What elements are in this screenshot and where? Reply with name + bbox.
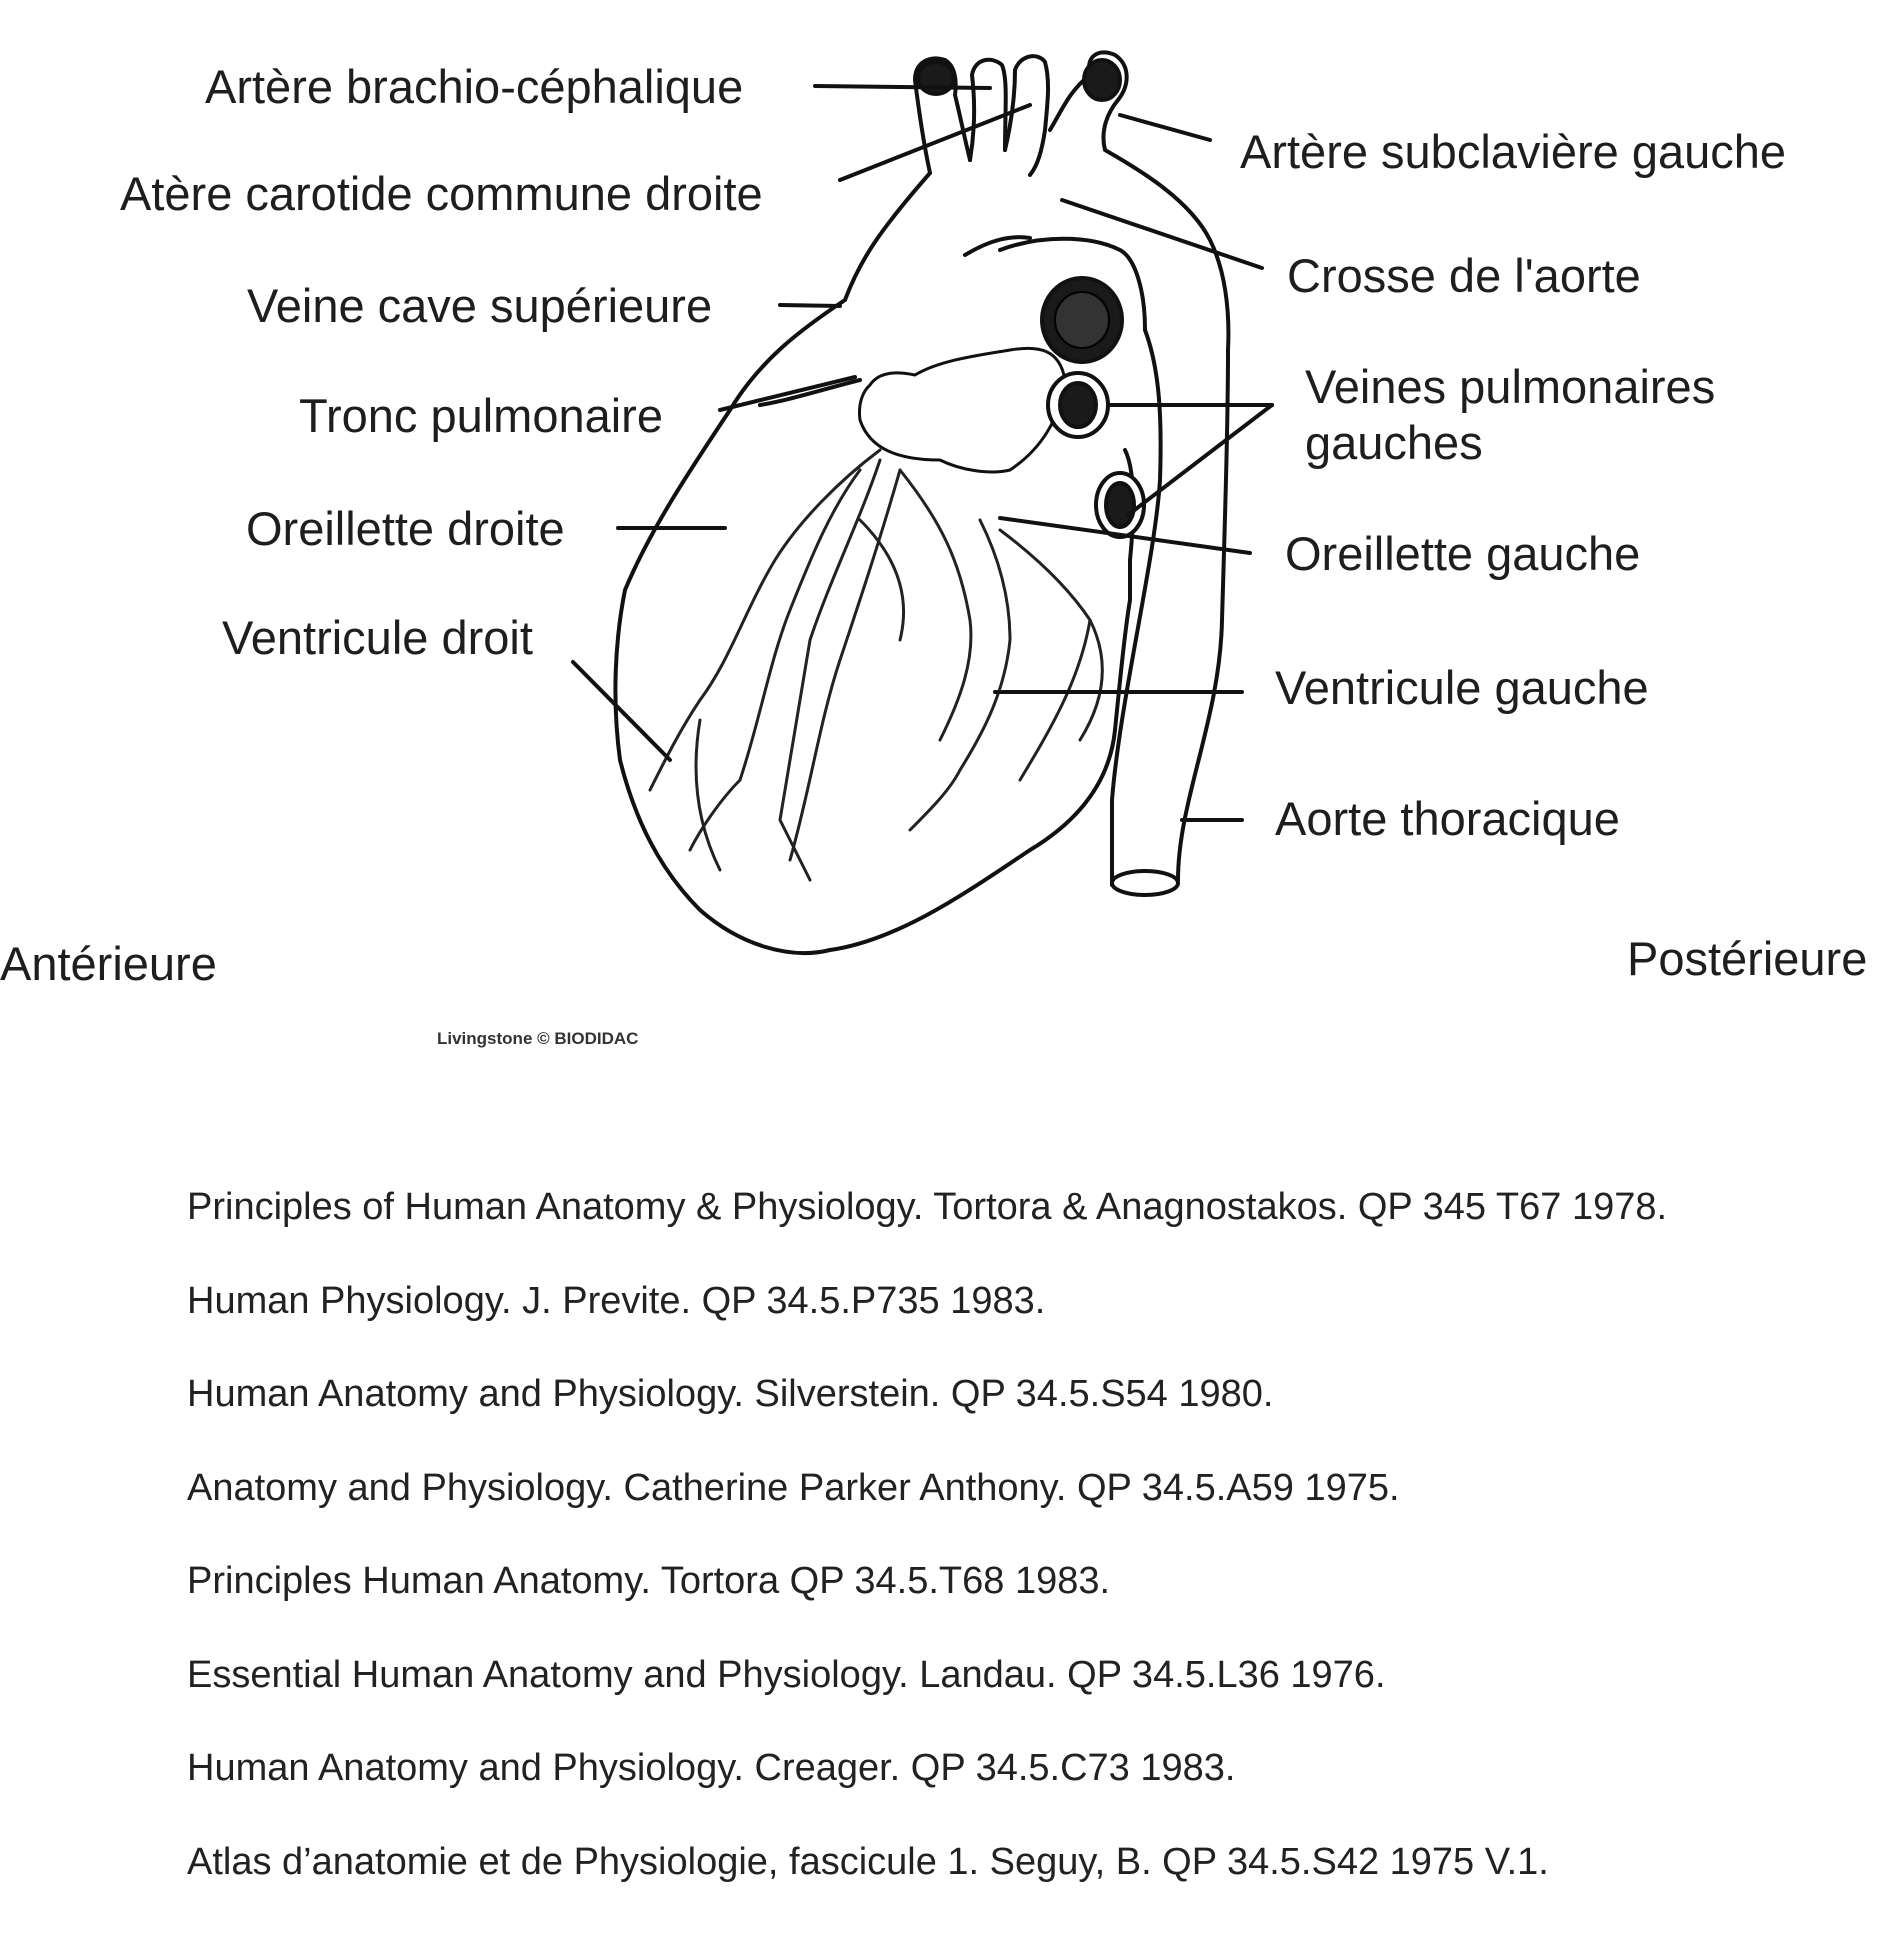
subclavian-cap-fill [1084, 60, 1120, 100]
label-right-common-carotid: Atère carotide commune droite [120, 170, 763, 217]
label-left-subclavian-artery: Artère subclavière gauche [1240, 128, 1786, 175]
label-right-atrium: Oreillette droite [246, 505, 565, 552]
reference-item: Essential Human Anatomy and Physiology. … [187, 1656, 1667, 1750]
reference-item: Human Physiology. J. Previte. QP 34.5.P7… [187, 1282, 1667, 1376]
pulmonary-vein-cut-1-inner [1055, 292, 1109, 348]
reference-item: Atlas d’anatomie et de Physiologie, fasc… [187, 1843, 1667, 1936]
label-right-ventricle: Ventricule droit [222, 614, 533, 661]
reference-list: Principles of Human Anatomy & Physiology… [187, 1188, 1667, 1936]
reference-item: Principles of Human Anatomy & Physiology… [187, 1188, 1667, 1282]
orientation-anterior: Antérieure [0, 940, 217, 987]
label-left-atrium: Oreillette gauche [1285, 530, 1640, 577]
reference-item: Anatomy and Physiology. Catherine Parker… [187, 1469, 1667, 1563]
aorta-outer [1178, 350, 1228, 880]
label-superior-vena-cava: Veine cave supérieure [247, 282, 712, 329]
aorta-inner [1112, 330, 1161, 885]
reference-item: Human Anatomy and Physiology. Creager. Q… [187, 1749, 1667, 1843]
aorta-cut [1112, 871, 1178, 895]
label-left-pulmonary-veins-line2: gauches [1305, 419, 1483, 466]
subclavian-vessel [1005, 56, 1048, 175]
label-left-ventricle: Ventricule gauche [1275, 664, 1649, 711]
reference-item: Human Anatomy and Physiology. Silverstei… [187, 1375, 1667, 1469]
reference-item: Principles Human Anatomy. Tortora QP 34.… [187, 1562, 1667, 1656]
leader-brachiocephalic [815, 86, 990, 88]
leader-carotid [840, 105, 1030, 180]
leader-subclavian [1120, 115, 1210, 140]
leader-pulm-veins-b [1128, 405, 1272, 515]
image-credit: Livingstone © BIODIDAC [437, 1029, 638, 1049]
right-heart-line [760, 380, 860, 405]
leader-right-ventricle [573, 662, 670, 760]
pulmonary-vein-cut-3-inner [1106, 483, 1134, 527]
label-pulmonary-trunk: Tronc pulmonaire [299, 392, 663, 439]
pulmonary-vein-cut-2-inner [1060, 383, 1096, 427]
label-thoracic-aorta: Aorte thoracique [1275, 795, 1620, 842]
orientation-posterior: Postérieure [1627, 935, 1867, 982]
svc-contour [965, 237, 1030, 255]
carotid-vessel [970, 60, 1006, 160]
label-brachiocephalic-artery: Artère brachio-céphalique [205, 63, 743, 110]
leader-svc [780, 305, 840, 306]
pulmonary-trunk [859, 348, 1065, 472]
label-aortic-arch: Crosse de l'aorte [1287, 252, 1641, 299]
label-left-pulmonary-veins-line1: Veines pulmonaires [1305, 363, 1715, 410]
leader-aortic-arch [1062, 200, 1262, 268]
coronary-vessels [650, 450, 1102, 880]
